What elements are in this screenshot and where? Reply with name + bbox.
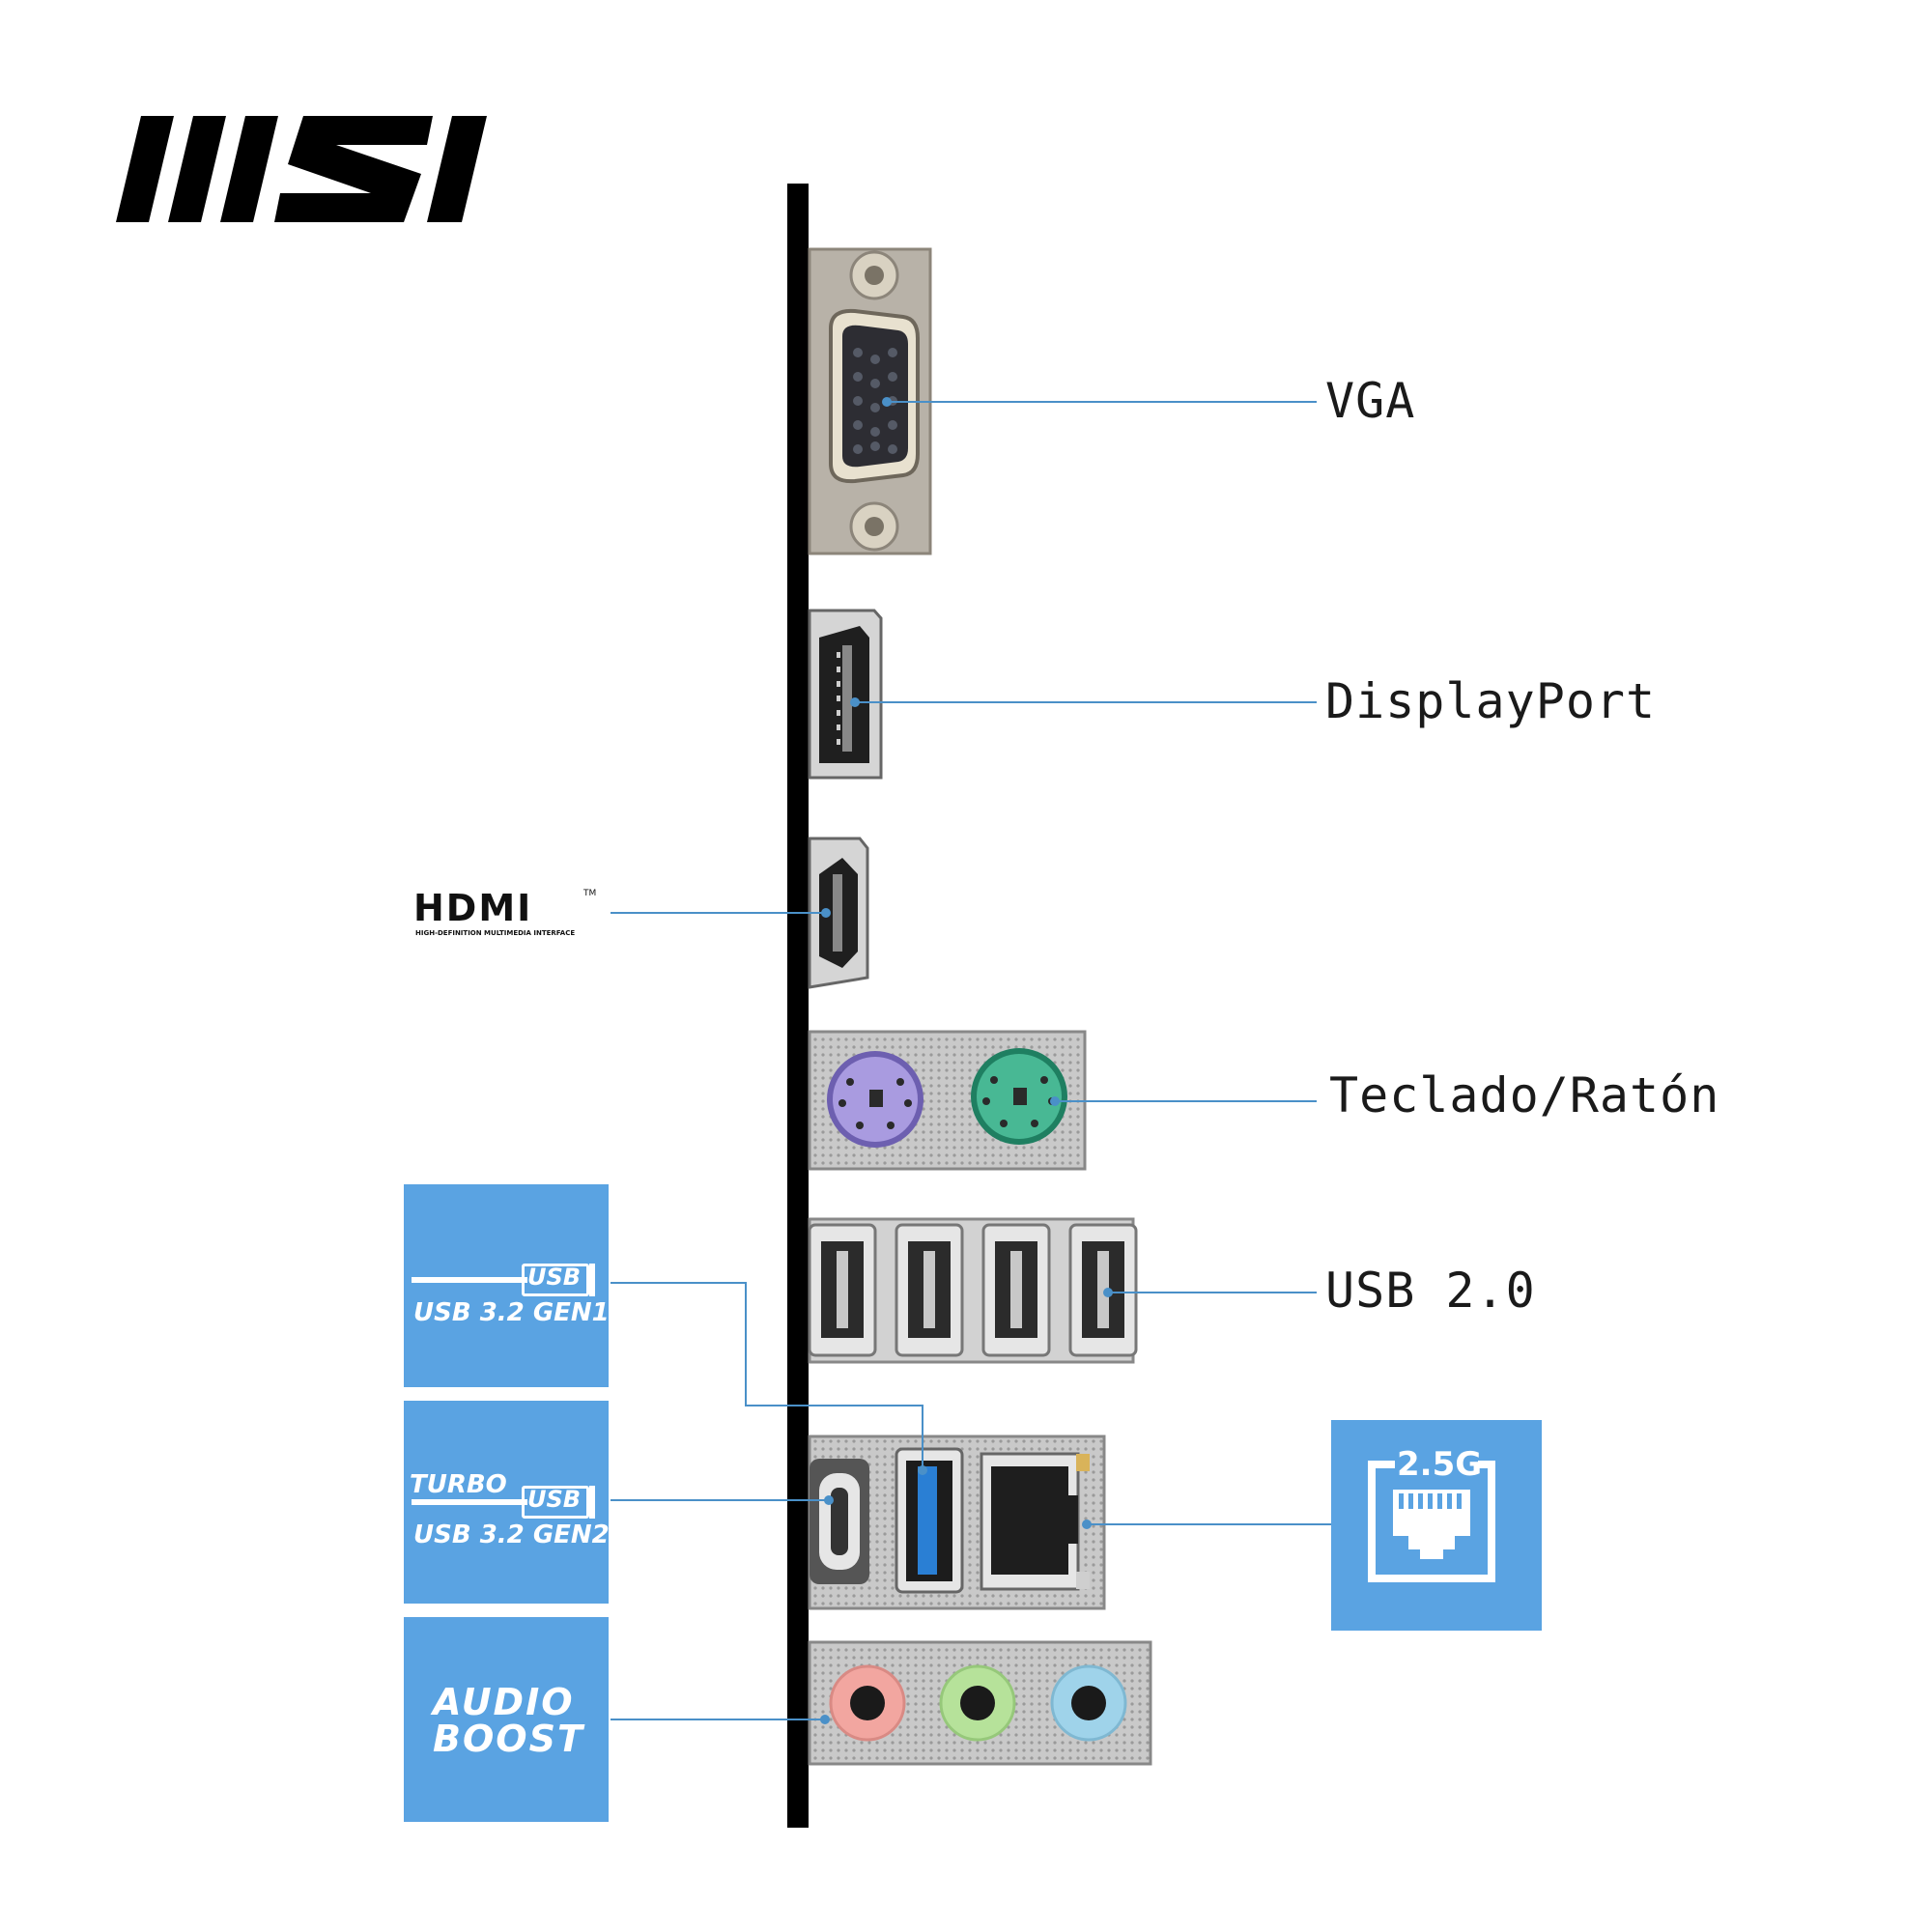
usb-logo-box (522, 1264, 589, 1296)
audio-boost-line1: AUDIO (433, 1681, 575, 1723)
audio-jacks-icon (808, 1640, 1152, 1766)
usb-gen2-logo-tick (589, 1486, 595, 1519)
usb-c-port-icon (810, 1459, 869, 1584)
audio-boost-badge: AUDIO BOOST (404, 1617, 609, 1822)
hdmi-logo: HDMI TM HIGH-DEFINITION MULTIMEDIA INTER… (413, 889, 607, 943)
usb20-label: USB 2.0 (1325, 1263, 1536, 1319)
hdmi-tagline: HIGH-DEFINITION MULTIMEDIA INTERFACE (415, 929, 576, 937)
usb-lan-block-icon (808, 1435, 1106, 1610)
usb-gen2-logo-box (522, 1486, 589, 1519)
audio-jack-blue-icon (1050, 1664, 1127, 1742)
hdmi-wordmark: HDMI (413, 887, 533, 929)
hdmi-port-icon (808, 837, 869, 989)
usb-speed-stripe (412, 1277, 527, 1283)
hdmi-tm: TM (583, 889, 597, 898)
audio-jack-green-icon (939, 1664, 1016, 1742)
ethernet-port-icon (1393, 1490, 1470, 1559)
ethernet-port-icon (980, 1452, 1090, 1591)
usb-a-blue-port-icon (895, 1447, 964, 1594)
lan-speed-backdrop (1395, 1449, 1478, 1478)
usb-gen2-text: USB 3.2 GEN2 (413, 1520, 610, 1549)
lan-2-5g-badge: 2.5G (1331, 1420, 1542, 1631)
usb-gen2-turbo: TURBO (410, 1470, 507, 1499)
usb-turbo-stripe (412, 1499, 527, 1505)
lan-speed: 2.5G (1397, 1445, 1483, 1484)
usb-gen1-usb: USB (527, 1264, 582, 1291)
usb-gen1-badge: USB USB 3.2 GEN1 (404, 1184, 610, 1387)
usb-gen1-text: USB 3.2 GEN1 (413, 1298, 610, 1327)
audio-boost-line2: BOOST (433, 1718, 584, 1760)
displayport-port-icon (808, 609, 883, 780)
vga-label: VGA (1325, 373, 1416, 429)
usb-gen2-usb: USB (527, 1486, 582, 1513)
usb-gen2-badge: TURBO USB USB 3.2 GEN2 (404, 1401, 610, 1604)
ps2-ports-icon (808, 1030, 1087, 1171)
usb2-ports-icon (808, 1217, 1138, 1364)
displayport-label: DisplayPort (1325, 673, 1657, 729)
audio-jack-pink-icon (829, 1664, 906, 1742)
io-panel-edge (787, 184, 809, 1828)
msi-logo (116, 116, 487, 222)
usb-logo-tick (589, 1264, 595, 1296)
ps2-label: Teclado/Ratón (1329, 1067, 1720, 1123)
